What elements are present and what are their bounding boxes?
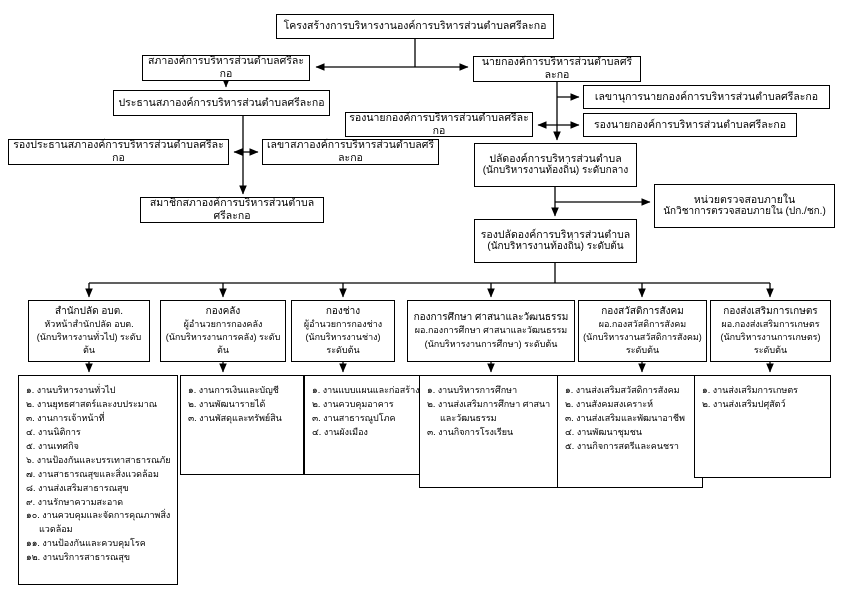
works-box-finance: ๑. งานการเงินและบัญชี๒. งานพัฒนารายได้๓.…: [180, 375, 304, 475]
department-name: กองคลัง: [205, 305, 241, 317]
works-box-education: ๑. งานบริหารการศึกษา๒. งานส่งเสริมการศึก…: [419, 375, 571, 488]
department-box-engineering: กองช่าง ผู้อำนวยการกองช่าง (นักบริหารงาน…: [291, 300, 395, 362]
department-name: กองส่งเสริมการเกษตร: [723, 305, 818, 317]
department-head: ผู้อำนวยการกองช่าง: [303, 318, 383, 329]
department-head: ผอ.กองการศึกษา ศาสนาและวัฒนธรรม: [414, 325, 568, 336]
work-item: ๒. งานควบคุมอาคาร: [312, 398, 394, 409]
chief-administrator-title: ปลัดองค์การบริหารส่วนตำบล: [489, 152, 622, 165]
council-members-box: สมาชิกสภาองค์การบริหารส่วนตำบลศรีละกอ: [140, 197, 324, 223]
mayor-box: นายกองค์การบริหารส่วนตำบลศรีละกอ: [473, 56, 641, 82]
work-item: ๕. งานกิจการสตรีและคนชรา: [565, 440, 679, 451]
work-item: ๑. งานบริหารการศึกษา: [427, 385, 518, 395]
work-item: ๑. งานส่งเสริมสวัสดิการสังคม: [565, 385, 680, 395]
department-position: (นักบริหารงานการคลัง) ระดับต้น: [165, 331, 281, 356]
department-box-agriculture: กองส่งเสริมการเกษตร ผอ.กองส่งเสริมการเกษ…: [710, 300, 831, 362]
work-item: ๒. งานยุทธศาสตร์และงบประมาณ: [26, 398, 158, 409]
work-item: ๗. งานสาธารณสุขและสิ่งแวดล้อม: [26, 468, 159, 479]
work-item: ๓. งานพัสดุและทรัพย์สิน: [188, 412, 282, 423]
department-box-education: กองการศึกษา ศาสนาและวัฒนธรรม ผอ.กองการศึ…: [407, 300, 575, 362]
work-item: ๖. งานป้องกันและบรรเทาสาธารณภัย: [26, 454, 171, 465]
deputy-chief-position: (นักบริหารงานท้องถิ่น) ระดับต้น: [487, 241, 624, 253]
department-box-office-of-chief: สำนักปลัด อบต. หัวหน้าสำนักปลัด อบต. (นั…: [28, 300, 150, 362]
deputy-chief-title: รองปลัดองค์การบริหารส่วนตำบล: [480, 228, 631, 241]
department-position: (นักบริหารงานทั่วไป) ระดับต้น: [36, 331, 142, 356]
department-name: กองสวัสดิการสังคม: [601, 305, 684, 317]
internal-audit-title: หน่วยตรวจสอบภายใน: [693, 193, 796, 206]
department-position: (นักบริหารงานการศึกษา) ระดับต้น: [424, 338, 558, 349]
work-item: ๑. งานการเงินและบัญชี: [188, 385, 279, 395]
department-head: ผอ.กองสวัสดิการสังคม: [598, 318, 687, 329]
work-item: ๑๑. งานป้องกันและควบคุมโรค: [26, 538, 146, 549]
department-head: ผอ.กองส่งเสริมการเกษตร: [721, 318, 820, 329]
department-name: กองการศึกษา ศาสนาและวัฒนธรรม: [413, 312, 569, 324]
council-secretary-box: เลขาสภาองค์การบริหารส่วนตำบลศรีละกอ: [262, 139, 439, 165]
internal-audit-position: นักวิชาการตรวจสอบภายใน (ปก./ชก.): [663, 206, 826, 218]
department-head: หัวหน้าสำนักปลัด อบต.: [44, 318, 134, 329]
chief-administrator-box: ปลัดองค์การบริหารส่วนตำบล (นักบริหารงานท…: [474, 143, 637, 187]
deputy-mayor-box-left: รองนายกองค์การบริหารส่วนตำบลศรีละกอ: [345, 112, 533, 137]
department-box-social-welfare: กองสวัสดิการสังคม ผอ.กองสวัสดิการสังคม (…: [578, 300, 707, 362]
mayor-secretary-box: เลขานุการนายกองค์การบริหารส่วนตำบลศรีละก…: [583, 85, 830, 109]
work-item: ๓. งานการเจ้าหน้าที่: [26, 412, 105, 423]
work-item: ๙. งานรักษาความสะอาด: [26, 496, 124, 507]
works-box-office-of-chief: ๑. งานบริหารงานทั่วไป๒. งานยุทธศาสตร์และ…: [18, 375, 178, 585]
work-item: ๔. งานผังเมือง: [312, 426, 368, 437]
work-item: ๒. งานส่งเสริมปศุสัตว์: [702, 398, 786, 409]
work-item: ๑๐. งานควบคุมและจัดการคุณภาพสิ่งแวดล้อม: [26, 510, 171, 535]
work-item: ๓. งานส่งเสริมและพัฒนาอาชีพ: [565, 412, 685, 423]
deputy-mayor-box-right: รองนายกองค์การบริหารส่วนตำบลศรีละกอ: [583, 113, 797, 137]
work-item: ๑. งานแบบแผนและก่อสร้าง: [312, 385, 420, 395]
department-name: กองช่าง: [325, 305, 361, 317]
work-item: ๕. งานเทศกิจ: [26, 440, 79, 451]
works-box-agriculture: ๑. งานส่งเสริมการเกษตร๒. งานส่งเสริมปศุส…: [694, 375, 831, 478]
work-item: ๑. งานบริหารงานทั่วไป: [26, 385, 116, 395]
work-item: ๔. งานพัฒนาชุมชน: [565, 426, 642, 437]
department-position: (นักบริหารงานการเกษตร) ระดับต้น: [720, 331, 821, 356]
works-box-social-welfare: ๑. งานส่งเสริมสวัสดิการสังคม๒. งานสังคมส…: [557, 375, 703, 488]
work-item: ๑๒. งานบริการสาธารณสุข: [26, 552, 131, 563]
work-item: ๔. งานนิติการ: [26, 426, 81, 437]
work-item: ๓. งานสาธารณูปโภค: [312, 412, 396, 423]
works-box-engineering: ๑. งานแบบแผนและก่อสร้าง๒. งานควบคุมอาคาร…: [304, 375, 426, 475]
department-name: สำนักปลัด อบต.: [55, 305, 123, 317]
work-item: ๓. งานกิจการโรงเรียน: [427, 426, 514, 437]
department-head: ผู้อำนวยการกองคลัง: [183, 318, 263, 329]
work-item: ๒. งานสังคมสงเคราะห์: [565, 398, 654, 409]
department-box-finance: กองคลัง ผู้อำนวยการกองคลัง (นักบริหารงาน…: [160, 300, 286, 362]
chief-administrator-position: (นักบริหารงานท้องถิ่น) ระดับกลาง: [482, 165, 629, 177]
internal-audit-box: หน่วยตรวจสอบภายใน นักวิชาการตรวจสอบภายใน…: [654, 184, 835, 228]
council-vice-chairman-box: รองประธานสภาองค์การบริหารส่วนตำบลศรีละกอ: [8, 139, 229, 165]
council-chairman-box: ประธานสภาองค์การบริหารส่วนตำบลศรีละกอ: [113, 90, 330, 116]
org-chart-title: โครงสร้างการบริหารงานองค์การบริหารส่วนตำ…: [276, 14, 554, 39]
work-item: ๘. งานส่งเสริมสาธารณสุข: [26, 482, 129, 493]
work-item: ๒. งานส่งเสริมการศึกษา ศาสนา และวัฒนธรรม: [427, 398, 551, 423]
department-position: (นักบริหารงานช่าง) ระดับต้น: [305, 331, 381, 356]
work-item: ๒. งานพัฒนารายได้: [188, 398, 266, 409]
department-position: (นักบริหารงานสวัสดิการสังคม) ระดับต้น: [583, 331, 702, 356]
work-item: ๑. งานส่งเสริมการเกษตร: [702, 385, 799, 395]
council-box: สภาองค์การบริหารส่วนตำบลศรีละกอ: [142, 55, 310, 81]
deputy-chief-administrator-box: รองปลัดองค์การบริหารส่วนตำบล (นักบริหารง…: [474, 219, 637, 263]
